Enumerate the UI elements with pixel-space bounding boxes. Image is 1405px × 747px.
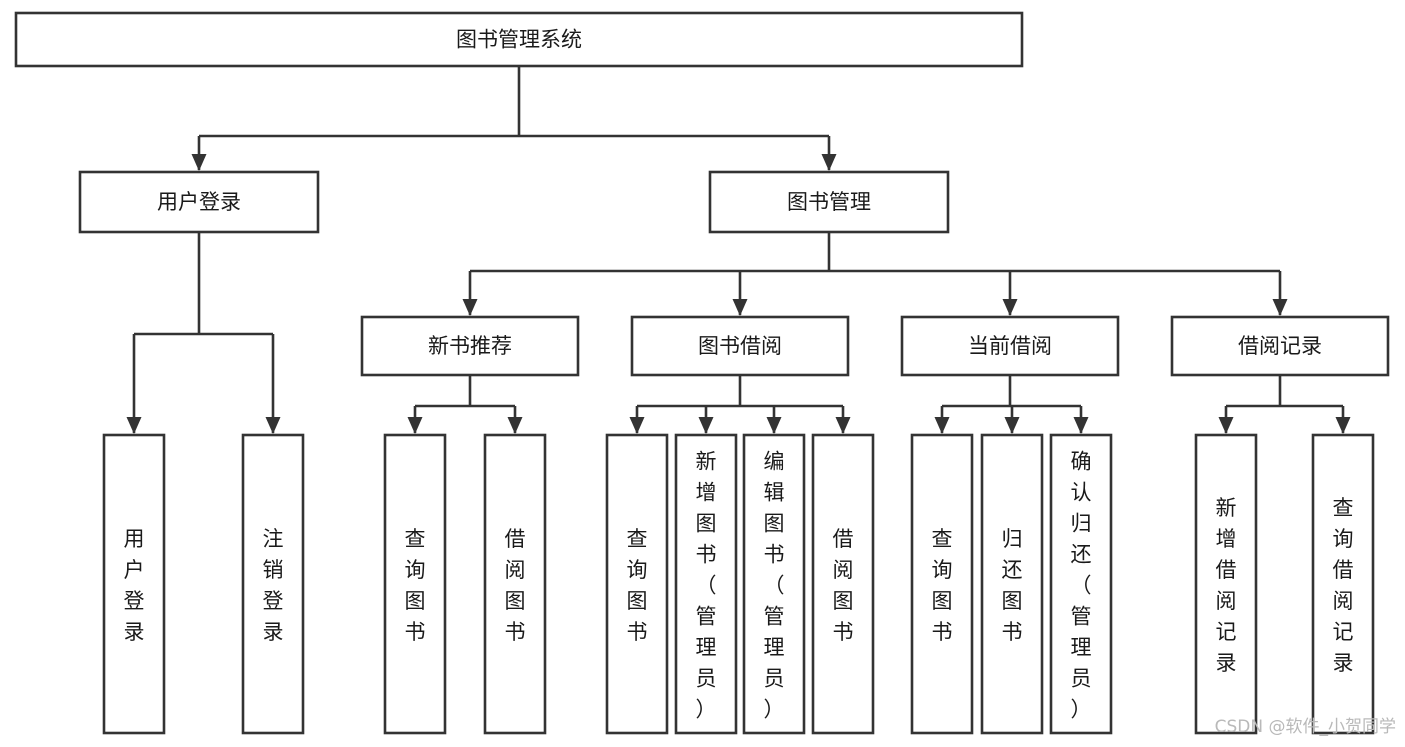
node-box-current-borrow [900,315,1120,377]
node-label-leaf-borrow-book-1: 借阅图书 [505,527,526,644]
node-box-leaf-query-book-3 [910,433,974,735]
node-box-leaf-borrow-book-1 [483,433,547,735]
node-label-root: 图书管理系统 [456,28,582,52]
connector-borrowrecord_to_leaves [1218,375,1351,434]
node-root[interactable]: 图书管理系统 [14,11,1024,68]
node-leaf-return-book[interactable]: 归还图书 [980,433,1044,735]
node-label-leaf-add-book-admin: 新增图书（管理员） [696,450,717,722]
node-box-leaf-query-book-2 [605,433,669,735]
connector-root_to_level2 [191,66,837,171]
node-book-borrow[interactable]: 图书借阅 [630,315,850,377]
node-box-new-book-recommend [360,315,580,377]
node-leaf-user-login[interactable]: 用户登录 [102,433,166,735]
connector-arrow-0 [462,299,478,316]
connector-arrow-2 [1002,299,1018,316]
connector-arrow-0 [629,417,645,434]
node-leaf-query-book-2[interactable]: 查询图书 [605,433,669,735]
connector-arrow-1 [1004,417,1020,434]
connector-arrow-1 [265,417,281,434]
connector-arrow-3 [835,417,851,434]
node-box-borrow-record [1170,315,1390,377]
node-box-leaf-confirm-return-admin [1049,433,1113,735]
node-label-current-borrow: 当前借阅 [968,334,1052,358]
node-leaf-query-book-3[interactable]: 查询图书 [910,433,974,735]
node-user-login[interactable]: 用户登录 [78,170,320,234]
node-leaf-confirm-return-admin[interactable]: 确认归还（管理员） [1049,433,1113,735]
node-box-leaf-query-borrow-record [1311,433,1375,735]
connector-arrow-1 [821,154,837,171]
node-label-leaf-add-borrow-record: 新增借阅记录 [1216,496,1237,675]
node-label-book-management: 图书管理 [787,190,871,214]
node-box-leaf-logout [241,433,305,735]
node-leaf-edit-book-admin[interactable]: 编辑图书（管理员） [742,433,806,735]
node-box-leaf-add-borrow-record [1194,433,1258,735]
diagram-nodes-layer: 图书管理系统用户登录图书管理新书推荐图书借阅当前借阅借阅记录用户登录注销登录查询… [14,11,1390,735]
csdn-watermark: CSDN @软件_小贺同学 [1215,717,1396,737]
connector-arrow-0 [407,417,423,434]
node-label-leaf-confirm-return-admin: 确认归还（管理员） [1071,450,1092,722]
connector-currentborrow_to_leaves [934,375,1089,434]
connector-edges-layer [126,66,1351,434]
node-label-leaf-query-book-2: 查询图书 [627,527,648,644]
connector-arrow-3 [1272,299,1288,316]
node-label-leaf-logout: 注销登录 [263,527,284,644]
connector-arrow-0 [191,154,207,171]
node-leaf-borrow-book-1[interactable]: 借阅图书 [483,433,547,735]
node-label-book-borrow: 图书借阅 [698,334,782,358]
node-box-leaf-return-book [980,433,1044,735]
node-box-root [14,11,1024,68]
node-current-borrow[interactable]: 当前借阅 [900,315,1120,377]
node-leaf-add-book-admin[interactable]: 新增图书（管理员） [674,433,738,735]
node-leaf-logout[interactable]: 注销登录 [241,433,305,735]
node-box-book-management [708,170,950,234]
node-label-leaf-query-book-1: 查询图书 [405,527,426,644]
node-label-leaf-borrow-book-2: 借阅图书 [833,527,854,644]
connector-userlogin_to_leaves [126,232,281,434]
node-box-user-login [78,170,320,234]
connector-bookborrow_to_leaves [629,375,851,434]
node-box-book-borrow [630,315,850,377]
node-borrow-record[interactable]: 借阅记录 [1170,315,1390,377]
node-label-new-book-recommend: 新书推荐 [428,334,512,358]
node-book-management[interactable]: 图书管理 [708,170,950,234]
node-label-leaf-return-book: 归还图书 [1002,527,1023,644]
node-label-leaf-query-borrow-record: 查询借阅记录 [1333,496,1354,675]
node-new-book-recommend[interactable]: 新书推荐 [360,315,580,377]
connector-newbook_to_leaves [407,375,523,434]
node-label-borrow-record: 借阅记录 [1238,334,1322,358]
node-leaf-query-book-1[interactable]: 查询图书 [383,433,447,735]
node-leaf-add-borrow-record[interactable]: 新增借阅记录 [1194,433,1258,735]
node-leaf-borrow-book-2[interactable]: 借阅图书 [811,433,875,735]
node-box-leaf-add-book-admin [674,433,738,735]
connector-arrow-1 [1335,417,1351,434]
connector-arrow-1 [507,417,523,434]
node-box-leaf-user-login [102,433,166,735]
node-label-leaf-query-book-3: 查询图书 [932,527,953,644]
node-box-leaf-edit-book-admin [742,433,806,735]
connector-arrow-0 [126,417,142,434]
node-leaf-query-borrow-record[interactable]: 查询借阅记录 [1311,433,1375,735]
node-label-leaf-edit-book-admin: 编辑图书（管理员） [764,450,785,722]
connector-arrow-0 [934,417,950,434]
node-label-user-login: 用户登录 [157,190,241,214]
connector-bookmgmt_to_level3 [462,232,1288,316]
connector-arrow-1 [732,299,748,316]
connector-arrow-0 [1218,417,1234,434]
connector-arrow-1 [698,417,714,434]
node-box-leaf-query-book-1 [383,433,447,735]
node-box-leaf-borrow-book-2 [811,433,875,735]
connector-arrow-2 [1073,417,1089,434]
connector-arrow-2 [766,417,782,434]
node-label-leaf-user-login: 用户登录 [124,527,145,644]
